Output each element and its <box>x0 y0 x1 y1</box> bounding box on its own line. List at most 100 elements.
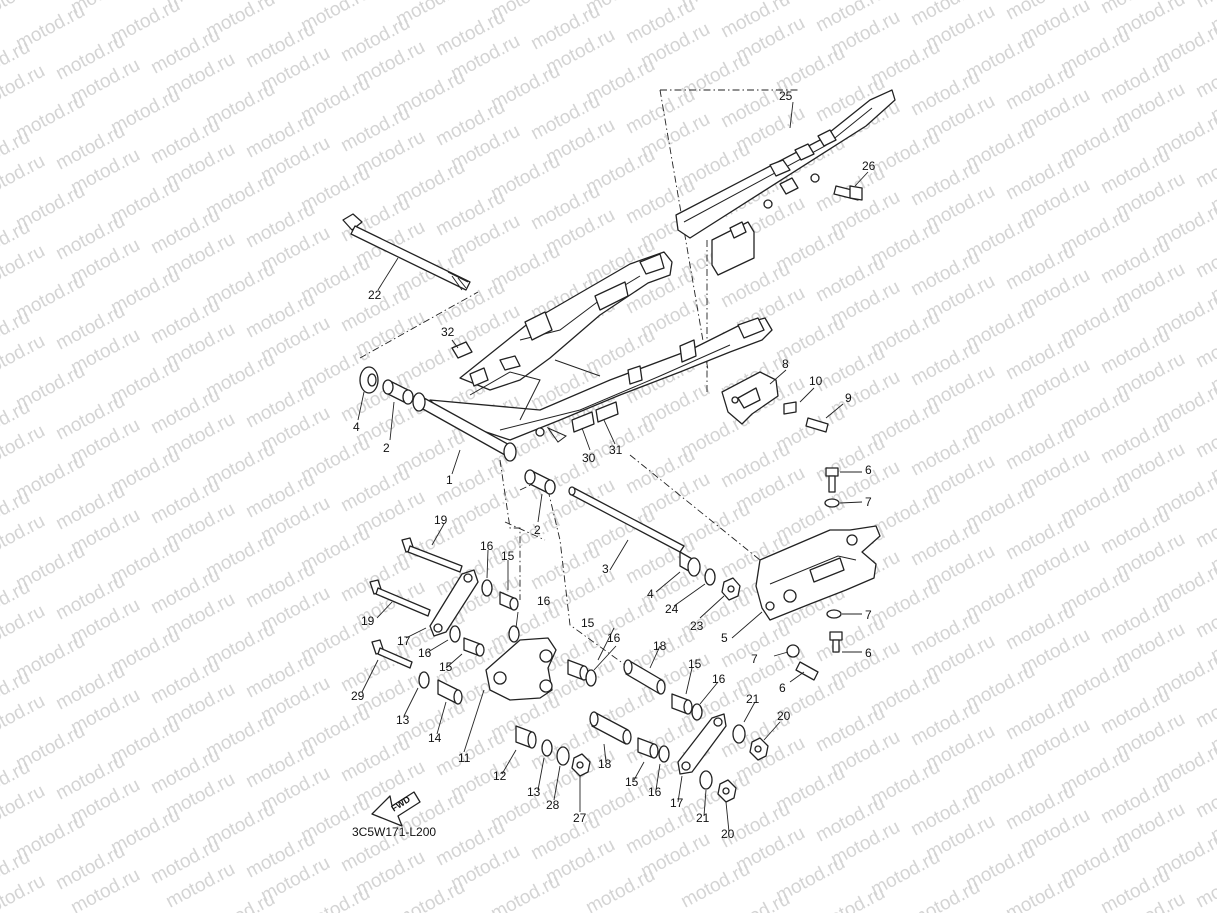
callout-4-top: 4 <box>353 420 360 434</box>
relay-arm-11 <box>485 637 557 701</box>
bolt-6-low <box>795 661 819 681</box>
callout-15-a: 15 <box>501 549 515 563</box>
callout-6-top: 6 <box>865 463 872 477</box>
callout-19-lower: 19 <box>361 614 375 628</box>
callout-16-b: 16 <box>418 646 432 660</box>
callout-32: 32 <box>441 325 455 339</box>
callout-9: 9 <box>845 391 852 405</box>
watermark-text: motod.ru <box>1192 589 1217 643</box>
bolt-10 <box>783 401 797 415</box>
collar-4-top <box>359 366 379 394</box>
chain-guide-8 <box>721 371 779 425</box>
callout-21-a: 21 <box>746 692 760 706</box>
spacer-18-b <box>589 711 632 745</box>
washer-16-d <box>585 669 597 687</box>
callout-8: 8 <box>782 357 789 371</box>
callout-17-lower: 17 <box>670 796 684 810</box>
watermark-text: motod.ru <box>1207 0 1217 36</box>
callout-26: 26 <box>862 159 876 173</box>
collar-15-d <box>671 693 693 715</box>
watermark-text: motod.ru <box>1192 769 1217 823</box>
watermark-text: motod.ru <box>1192 499 1217 553</box>
watermark-text: motod.ru <box>1192 679 1217 733</box>
washer-13-a <box>418 671 430 689</box>
callout-31: 31 <box>609 443 623 457</box>
washer-7-top <box>824 498 840 508</box>
washer-28 <box>556 746 570 766</box>
watermark-text: motod.ru <box>1192 409 1217 463</box>
callout-23: 23 <box>690 619 704 633</box>
washer-16-b <box>449 625 461 643</box>
callout-labels: 25 26 22 32 8 10 9 4 2 1 30 31 6 7 2 19 … <box>351 89 876 841</box>
callout-16-e: 16 <box>712 672 726 686</box>
callout-12: 12 <box>493 769 507 783</box>
bolt-29 <box>371 639 413 669</box>
watermark-text: motod.ru <box>717 889 793 913</box>
swingarm <box>429 251 773 443</box>
callout-1: 1 <box>446 473 453 487</box>
callout-29: 29 <box>351 689 365 703</box>
nut-20-b <box>717 779 737 803</box>
watermark-text: motod.ru <box>1192 859 1217 913</box>
callout-18-a: 18 <box>653 639 667 653</box>
watermark-text: motod.ru <box>1192 139 1217 193</box>
callout-16-f: 16 <box>648 785 662 799</box>
washer-13-b <box>541 739 553 757</box>
callout-7-mid: 7 <box>865 608 872 622</box>
callout-13-b: 13 <box>527 785 541 799</box>
watermark-text: motod.ru <box>1192 229 1217 283</box>
washer-16-e <box>691 703 703 721</box>
callout-10: 10 <box>809 374 823 388</box>
callout-7-top: 7 <box>865 495 872 509</box>
watermark-text: motod.ru <box>487 871 563 913</box>
bolt-9 <box>805 417 829 433</box>
nut-23 <box>721 577 741 601</box>
callout-4-lower: 4 <box>647 587 654 601</box>
callout-7-low: 7 <box>751 652 758 666</box>
callout-24: 24 <box>665 602 679 616</box>
callout-3: 3 <box>602 562 609 576</box>
watermark-text: motod.ru <box>202 889 278 913</box>
callout-17-upper: 17 <box>397 634 411 648</box>
callout-15-c: 15 <box>581 616 595 630</box>
nut-20-a <box>749 737 769 761</box>
callout-14: 14 <box>428 731 442 745</box>
callout-5: 5 <box>721 631 728 645</box>
callout-6-mid: 6 <box>865 646 872 660</box>
watermark-text: motod.ru <box>1192 0 1217 12</box>
callout-22: 22 <box>368 288 382 302</box>
connecting-rod-17-upper <box>429 569 479 637</box>
shaft-3 <box>568 486 685 553</box>
collar-15-b <box>463 637 485 657</box>
callout-16-c: 16 <box>537 594 551 608</box>
callout-2-lower: 2 <box>534 523 541 537</box>
pivot-tube-1 <box>412 392 517 462</box>
bushing-2-top <box>382 379 414 405</box>
watermark-text: motod.ru <box>297 883 373 913</box>
washer-21-b <box>699 770 713 790</box>
watermark-text: motod.ru <box>1002 871 1078 913</box>
callout-13-a: 13 <box>396 713 410 727</box>
watermark-text: motod.ru <box>907 877 983 913</box>
watermark-text: motod.ru <box>812 883 888 913</box>
callout-28: 28 <box>546 798 560 812</box>
bushing-2-lower <box>524 469 556 495</box>
watermark-text: motod.ru <box>1192 319 1217 373</box>
nut-27 <box>571 753 591 777</box>
callout-16-a: 16 <box>480 539 494 553</box>
bolt-26 <box>833 185 863 201</box>
washer-16-c <box>508 625 520 643</box>
washer-21-a <box>732 724 746 744</box>
callout-16-d: 16 <box>607 631 621 645</box>
pivot-bolt-22 <box>342 213 471 291</box>
callout-30: 30 <box>582 451 596 465</box>
washer-16-a <box>481 579 493 597</box>
bolt-6-top <box>825 467 839 493</box>
callout-18-b: 18 <box>598 757 612 771</box>
chain-adjuster-5 <box>755 525 881 621</box>
collar-4-lower <box>679 551 701 577</box>
watermark-text: motod.ru <box>392 877 468 913</box>
callout-20-a: 20 <box>777 709 791 723</box>
callout-6-low: 6 <box>779 681 786 695</box>
